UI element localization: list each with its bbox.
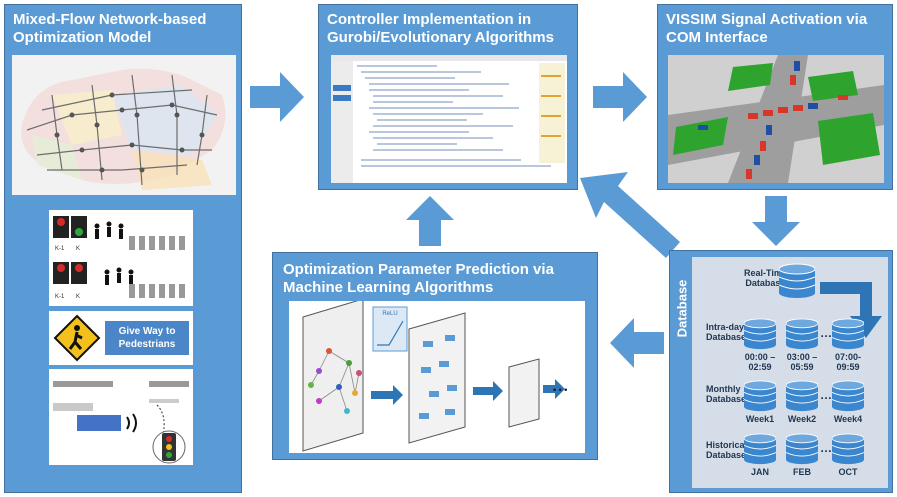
database-title: Database	[674, 279, 690, 338]
historical-database-icon-2	[786, 433, 818, 465]
arrow-right-icon	[250, 72, 304, 122]
ml-pipeline-illustration: ReLU • • •	[289, 301, 585, 453]
ml-ellipsis: • • •	[553, 385, 567, 395]
monthly-database-icon-3	[832, 380, 864, 412]
intraday-database-icon-1	[744, 318, 776, 350]
give-way-card: Give Way to Pedestrians	[49, 311, 193, 365]
arrow-right-icon	[593, 72, 647, 122]
traffic-light-icon	[152, 430, 186, 464]
intraday-database-icon-2	[786, 318, 818, 350]
historical-label: Historical Database	[706, 440, 748, 460]
label-k1-bottom: K-1	[55, 294, 65, 300]
give-way-label: Give Way to Pedestrians	[105, 321, 189, 355]
green-area	[818, 113, 880, 165]
monthly-database-icon-2	[786, 380, 818, 412]
monthly-week-2: Week2	[787, 414, 817, 424]
mixed-flow-panel: Mixed-Flow Network-based Optimization Mo…	[4, 4, 242, 493]
relu-label: ReLU	[382, 311, 397, 317]
sensor-wave-icon	[126, 413, 137, 433]
green-area	[728, 63, 773, 91]
ml-title: Optimization Parameter Prediction via Ma…	[283, 261, 554, 296]
arrow-right-icon	[543, 379, 565, 399]
vissim-title: VISSIM Signal Activation via COM Interfa…	[666, 11, 868, 46]
ml-panel: Optimization Parameter Prediction via Ma…	[272, 252, 598, 460]
historical-month-oct: OCT	[838, 467, 858, 477]
monthly-week-1: Week1	[745, 414, 775, 424]
controller-panel: Controller Implementation in Gurobi/Evol…	[318, 4, 578, 190]
arrow-left-icon	[610, 318, 664, 368]
intraday-time-3: 07:00- 09:59	[834, 352, 861, 372]
walking-people-icon	[104, 267, 134, 285]
pedestrian-crossing-sign-icon	[53, 314, 101, 362]
signal-row-2	[53, 262, 185, 298]
arrow-right-icon	[473, 381, 503, 401]
intraday-dots: …	[820, 326, 832, 340]
mixed-flow-title: Mixed-Flow Network-based Optimization Mo…	[13, 11, 207, 46]
arrow-up-icon	[406, 196, 454, 246]
intraday-time-1: 00:00 – 02:59	[744, 352, 776, 372]
monthly-database-icon-1	[744, 380, 776, 412]
label-k-top: K	[76, 246, 80, 252]
controller-title: Controller Implementation in Gurobi/Evol…	[327, 11, 554, 46]
label-k1-top: K-1	[55, 246, 65, 252]
monthly-week-4: Week4	[833, 414, 863, 424]
green-area	[808, 71, 858, 101]
signal-row-1	[53, 216, 185, 250]
intraday-database-icon-3	[832, 318, 864, 350]
historical-dots: …	[820, 441, 832, 455]
walking-people-icon	[94, 221, 124, 239]
intraday-label: Intra-day Database	[706, 322, 747, 342]
intraday-time-2: 03:00 – 05:59	[786, 352, 818, 372]
realtime-label: Real-Time Database	[744, 268, 787, 288]
arrow-diagonal-icon	[580, 172, 680, 258]
pedestrian-signal-card: K-1 K K-1 K	[49, 210, 193, 306]
monthly-dots: …	[820, 388, 832, 402]
green-area	[673, 117, 728, 155]
code-editor-screenshot	[331, 55, 567, 183]
historical-month-feb: FEB	[793, 467, 811, 477]
vissim-panel: VISSIM Signal Activation via COM Interfa…	[657, 4, 893, 190]
label-k-bottom: K	[76, 294, 80, 300]
vehicle-icon	[77, 415, 121, 431]
vehicle-detection-card	[49, 369, 193, 465]
monthly-label: Monthly Database	[706, 384, 747, 404]
vehicles	[698, 61, 848, 179]
network-map	[12, 55, 236, 195]
historical-database-icon-1	[744, 433, 776, 465]
arrow-bent-icon	[820, 282, 882, 338]
historical-month-jan: JAN	[750, 467, 769, 477]
arrow-down-icon	[752, 196, 800, 246]
intersection-simulation	[668, 55, 884, 183]
historical-database-icon-3	[832, 433, 864, 465]
realtime-database-icon	[779, 263, 815, 298]
arrow-right-icon	[371, 385, 403, 405]
